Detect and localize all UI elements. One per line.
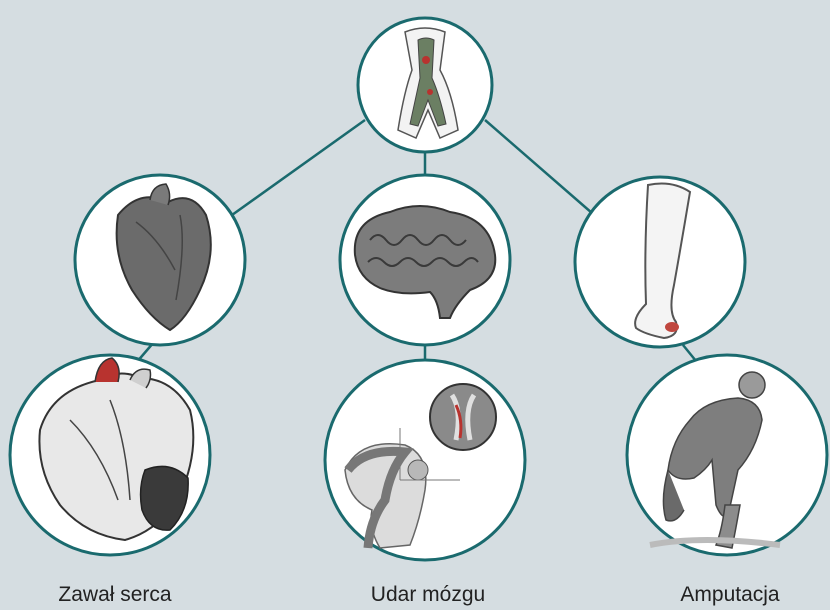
node-leg xyxy=(575,177,745,347)
caption-stroke: Udar mózgu xyxy=(371,583,485,607)
connector-root-heart xyxy=(225,120,365,220)
caption-amputation: Amputacja xyxy=(680,583,779,607)
node-stroke xyxy=(325,360,525,560)
node-infarct xyxy=(10,355,210,555)
connector-root-leg xyxy=(485,120,600,220)
node-amputation xyxy=(627,355,827,555)
node-root xyxy=(358,18,492,152)
caption-heart-attack: Zawał serca xyxy=(58,583,171,607)
node-heart xyxy=(75,175,245,345)
node-brain xyxy=(340,175,510,345)
